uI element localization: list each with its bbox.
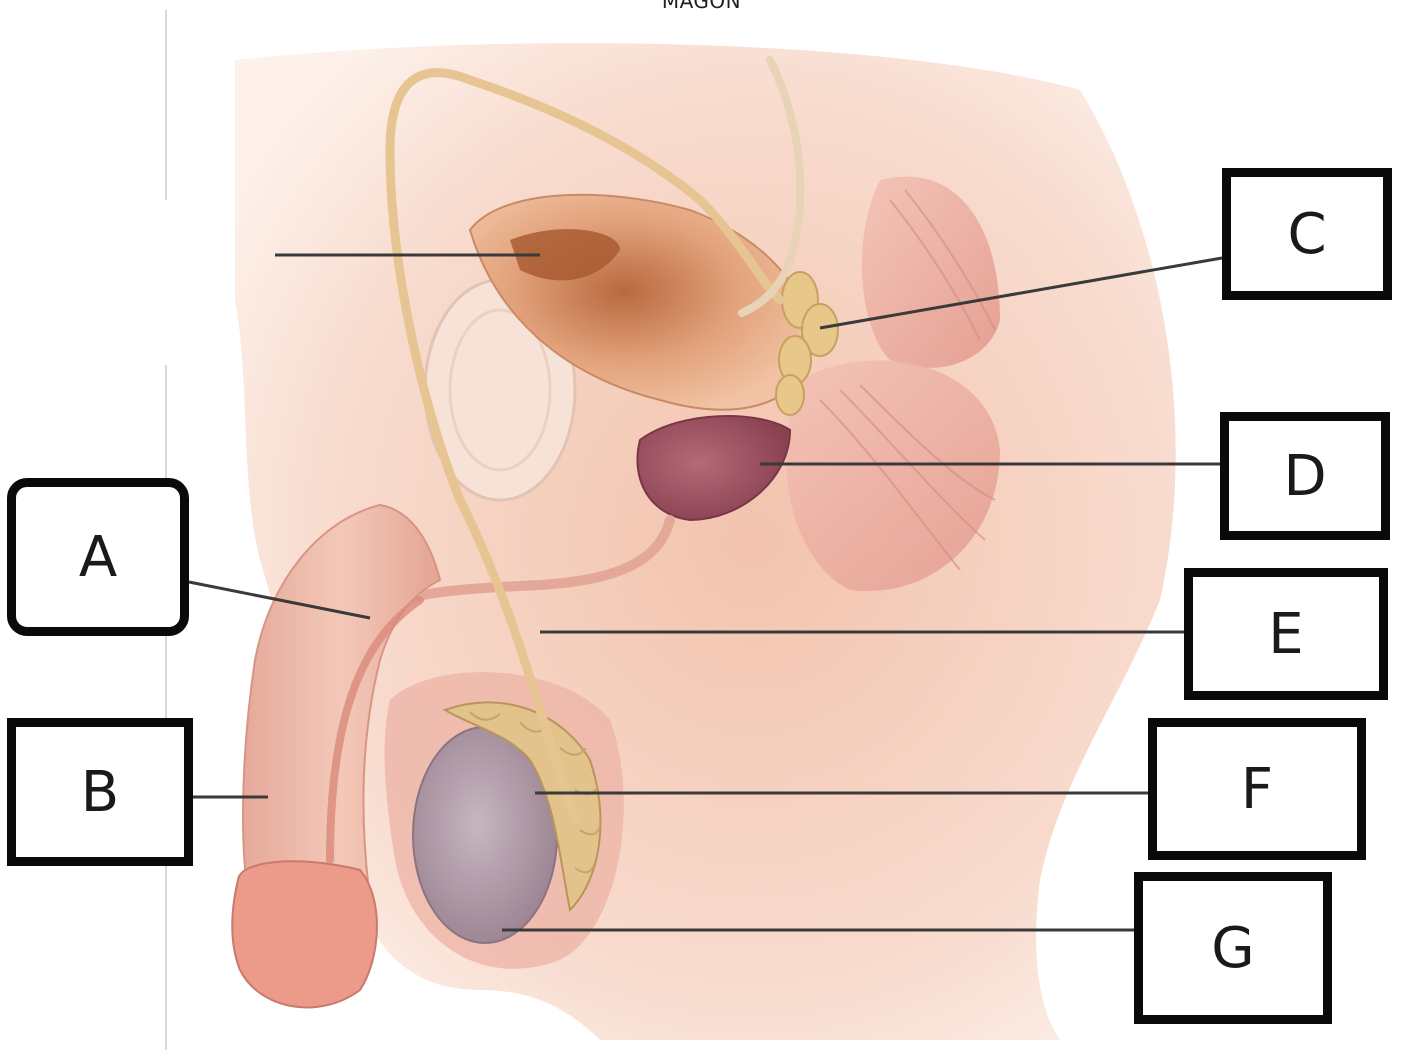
label-box-d[interactable]: D — [1220, 412, 1390, 540]
label-box-c[interactable]: C — [1222, 168, 1392, 300]
label-box-b[interactable]: B — [7, 718, 193, 866]
top-caption: MAGON — [0, 0, 1403, 13]
label-box-e[interactable]: E — [1184, 568, 1388, 700]
label-box-g[interactable]: G — [1134, 872, 1332, 1024]
label-box-f[interactable]: F — [1148, 718, 1366, 860]
glans — [232, 861, 377, 1007]
label-box-a[interactable]: A — [7, 478, 189, 636]
